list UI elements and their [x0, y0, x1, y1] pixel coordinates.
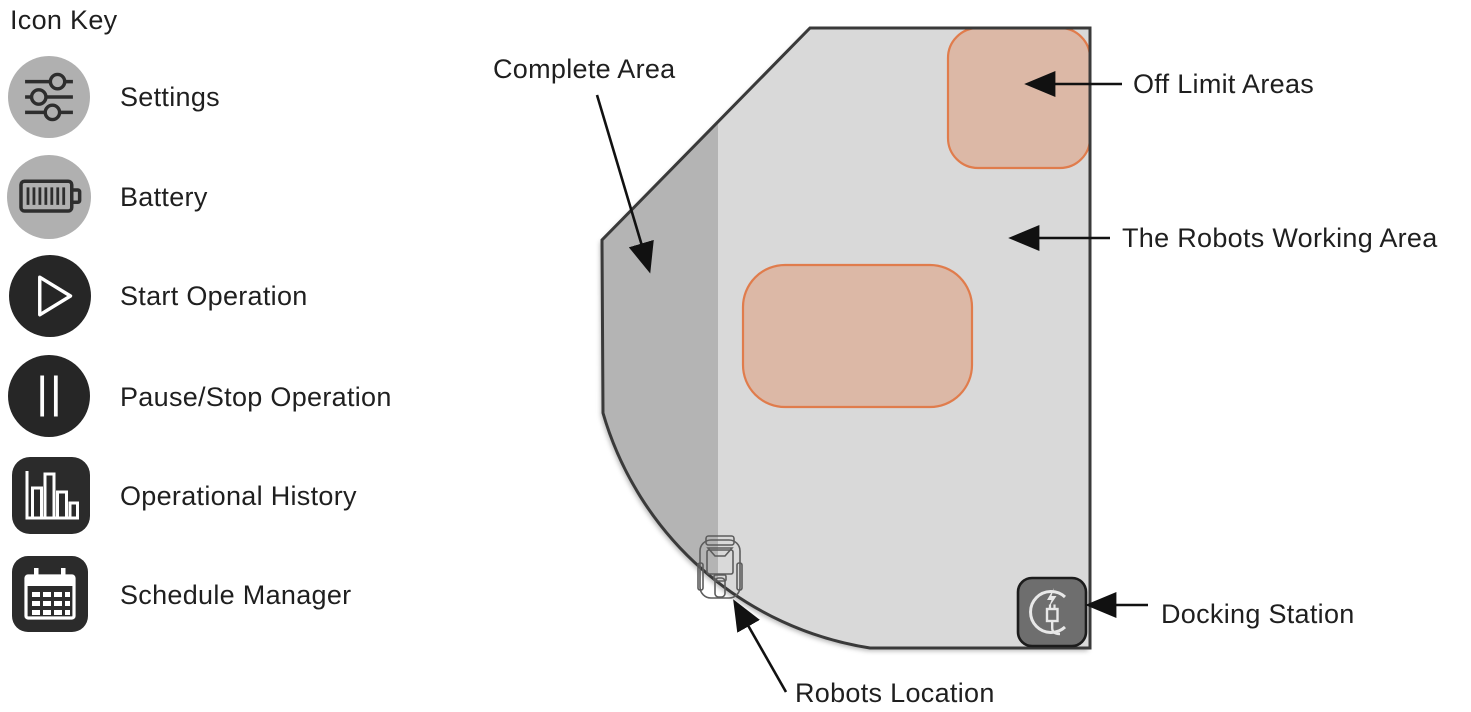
off-limit-areas-label: Off Limit Areas: [1133, 69, 1315, 99]
docking-station-label: Docking Station: [1161, 599, 1355, 629]
battery-icon: [7, 155, 91, 239]
icon-key-title: Icon Key: [10, 5, 118, 35]
charging-dock-icon: [1016, 576, 1088, 648]
complete-area-arrow: [595, 94, 654, 274]
robots-location-arrow: [733, 599, 788, 693]
icon-key-item-start: Start Operation: [120, 281, 308, 311]
robot-mower-icon: [697, 535, 743, 599]
icon-key-item-pause: Pause/Stop Operation: [120, 382, 392, 412]
play-icon: [9, 255, 91, 337]
icon-key-item-settings: Settings: [120, 82, 220, 112]
robots-location-label: Robots Location: [795, 678, 995, 708]
icon-key-item-history: Operational History: [120, 481, 357, 511]
sliders-icon: [8, 56, 90, 138]
off-limit-area-top: [946, 26, 1092, 170]
working-area-label: The Robots Working Area: [1122, 223, 1438, 253]
icon-key-item-schedule: Schedule Manager: [120, 580, 352, 610]
icon-key-item-battery: Battery: [120, 182, 208, 212]
pause-icon: [8, 355, 90, 437]
bar-chart-icon: [12, 457, 90, 534]
complete-area-label: Complete Area: [493, 54, 676, 84]
calendar-icon: [12, 556, 88, 632]
complete-area-region: [602, 28, 718, 648]
off-limit-area-middle: [741, 263, 974, 409]
